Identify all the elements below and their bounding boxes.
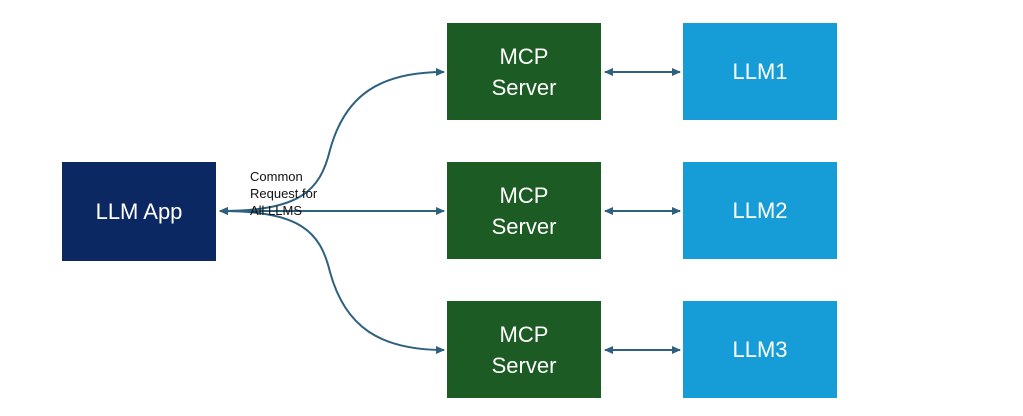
mcp-server-node-2: MCP Server <box>445 160 603 261</box>
llm1-node: LLM1 <box>681 21 839 122</box>
mcp-server-node-3: MCP Server <box>445 299 603 400</box>
edge-app-mcp1 <box>219 68 445 215</box>
edge-app-mcp3 <box>219 207 445 354</box>
llm-app-label: LLM App <box>95 198 183 224</box>
llm3-node: LLM3 <box>681 299 839 400</box>
common-request-annotation: Common Request for All LLMS <box>250 169 318 218</box>
mcp-server-label-3: MCP Server <box>491 321 557 378</box>
llm3-label: LLM3 <box>732 336 788 362</box>
llm-app-node: LLM App <box>60 160 218 263</box>
llm2-node: LLM2 <box>681 160 839 261</box>
mcp-server-label-2: MCP Server <box>491 182 557 239</box>
llm2-label: LLM2 <box>732 197 788 223</box>
mcp-server-node-1: MCP Server <box>445 21 603 122</box>
mcp-server-label-1: MCP Server <box>491 43 557 100</box>
llm1-label: LLM1 <box>732 58 788 84</box>
